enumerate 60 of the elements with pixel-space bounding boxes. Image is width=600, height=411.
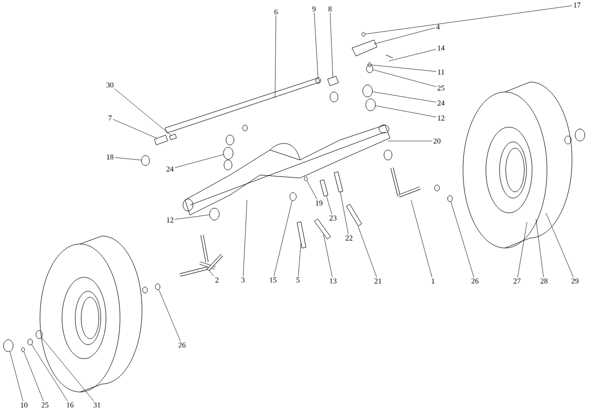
washer [362, 84, 373, 98]
ball-joint [154, 134, 168, 146]
leader-line [112, 119, 157, 138]
leader-line [41, 337, 94, 402]
leader-line [536, 218, 544, 278]
leader-line [174, 154, 224, 168]
leader-line [546, 212, 574, 278]
washer [155, 284, 160, 290]
washer [209, 208, 220, 220]
leader-line [450, 202, 474, 278]
leader-line [374, 28, 436, 44]
leader-line [323, 234, 332, 278]
leader-line [206, 268, 214, 276]
leader-line [372, 70, 436, 87]
washer [366, 98, 376, 112]
pin [314, 218, 331, 240]
pin [346, 204, 362, 226]
leader-line [306, 180, 318, 200]
washer [304, 176, 308, 182]
leader-line [10, 351, 24, 402]
leader-line [298, 243, 302, 276]
leader-line [330, 12, 334, 78]
leader-line [410, 200, 432, 278]
pin [296, 222, 306, 248]
washer [21, 347, 25, 352]
washer [290, 192, 296, 201]
pin [334, 172, 344, 192]
leader-line [158, 289, 181, 342]
washer [447, 195, 453, 202]
washer [223, 147, 234, 160]
leader-line [314, 12, 318, 78]
ball-joint [169, 134, 177, 140]
leader-line [365, 5, 572, 34]
washer [368, 62, 372, 67]
ball-joint [327, 76, 339, 86]
leader-line [32, 344, 68, 402]
leader-line [371, 64, 436, 72]
leader-line [326, 196, 332, 214]
washer [27, 338, 33, 346]
pin [320, 180, 328, 196]
leader-line [375, 106, 436, 118]
leader-line [358, 226, 377, 278]
leader-line [340, 192, 348, 234]
leader-line [243, 200, 248, 276]
leader-line [24, 352, 44, 402]
leader-line [274, 16, 276, 98]
leader-line [114, 88, 172, 136]
washer [362, 32, 366, 37]
leader-line [274, 200, 292, 276]
leader-line [174, 214, 210, 220]
leader-line [517, 222, 528, 278]
leader-line [372, 92, 436, 102]
washer [316, 77, 321, 84]
washer [3, 339, 14, 352]
washer [366, 64, 374, 74]
leader-line [388, 49, 436, 62]
leader-line [114, 157, 142, 160]
washer [141, 155, 150, 166]
washer [36, 330, 43, 339]
leader-line [388, 140, 432, 142]
